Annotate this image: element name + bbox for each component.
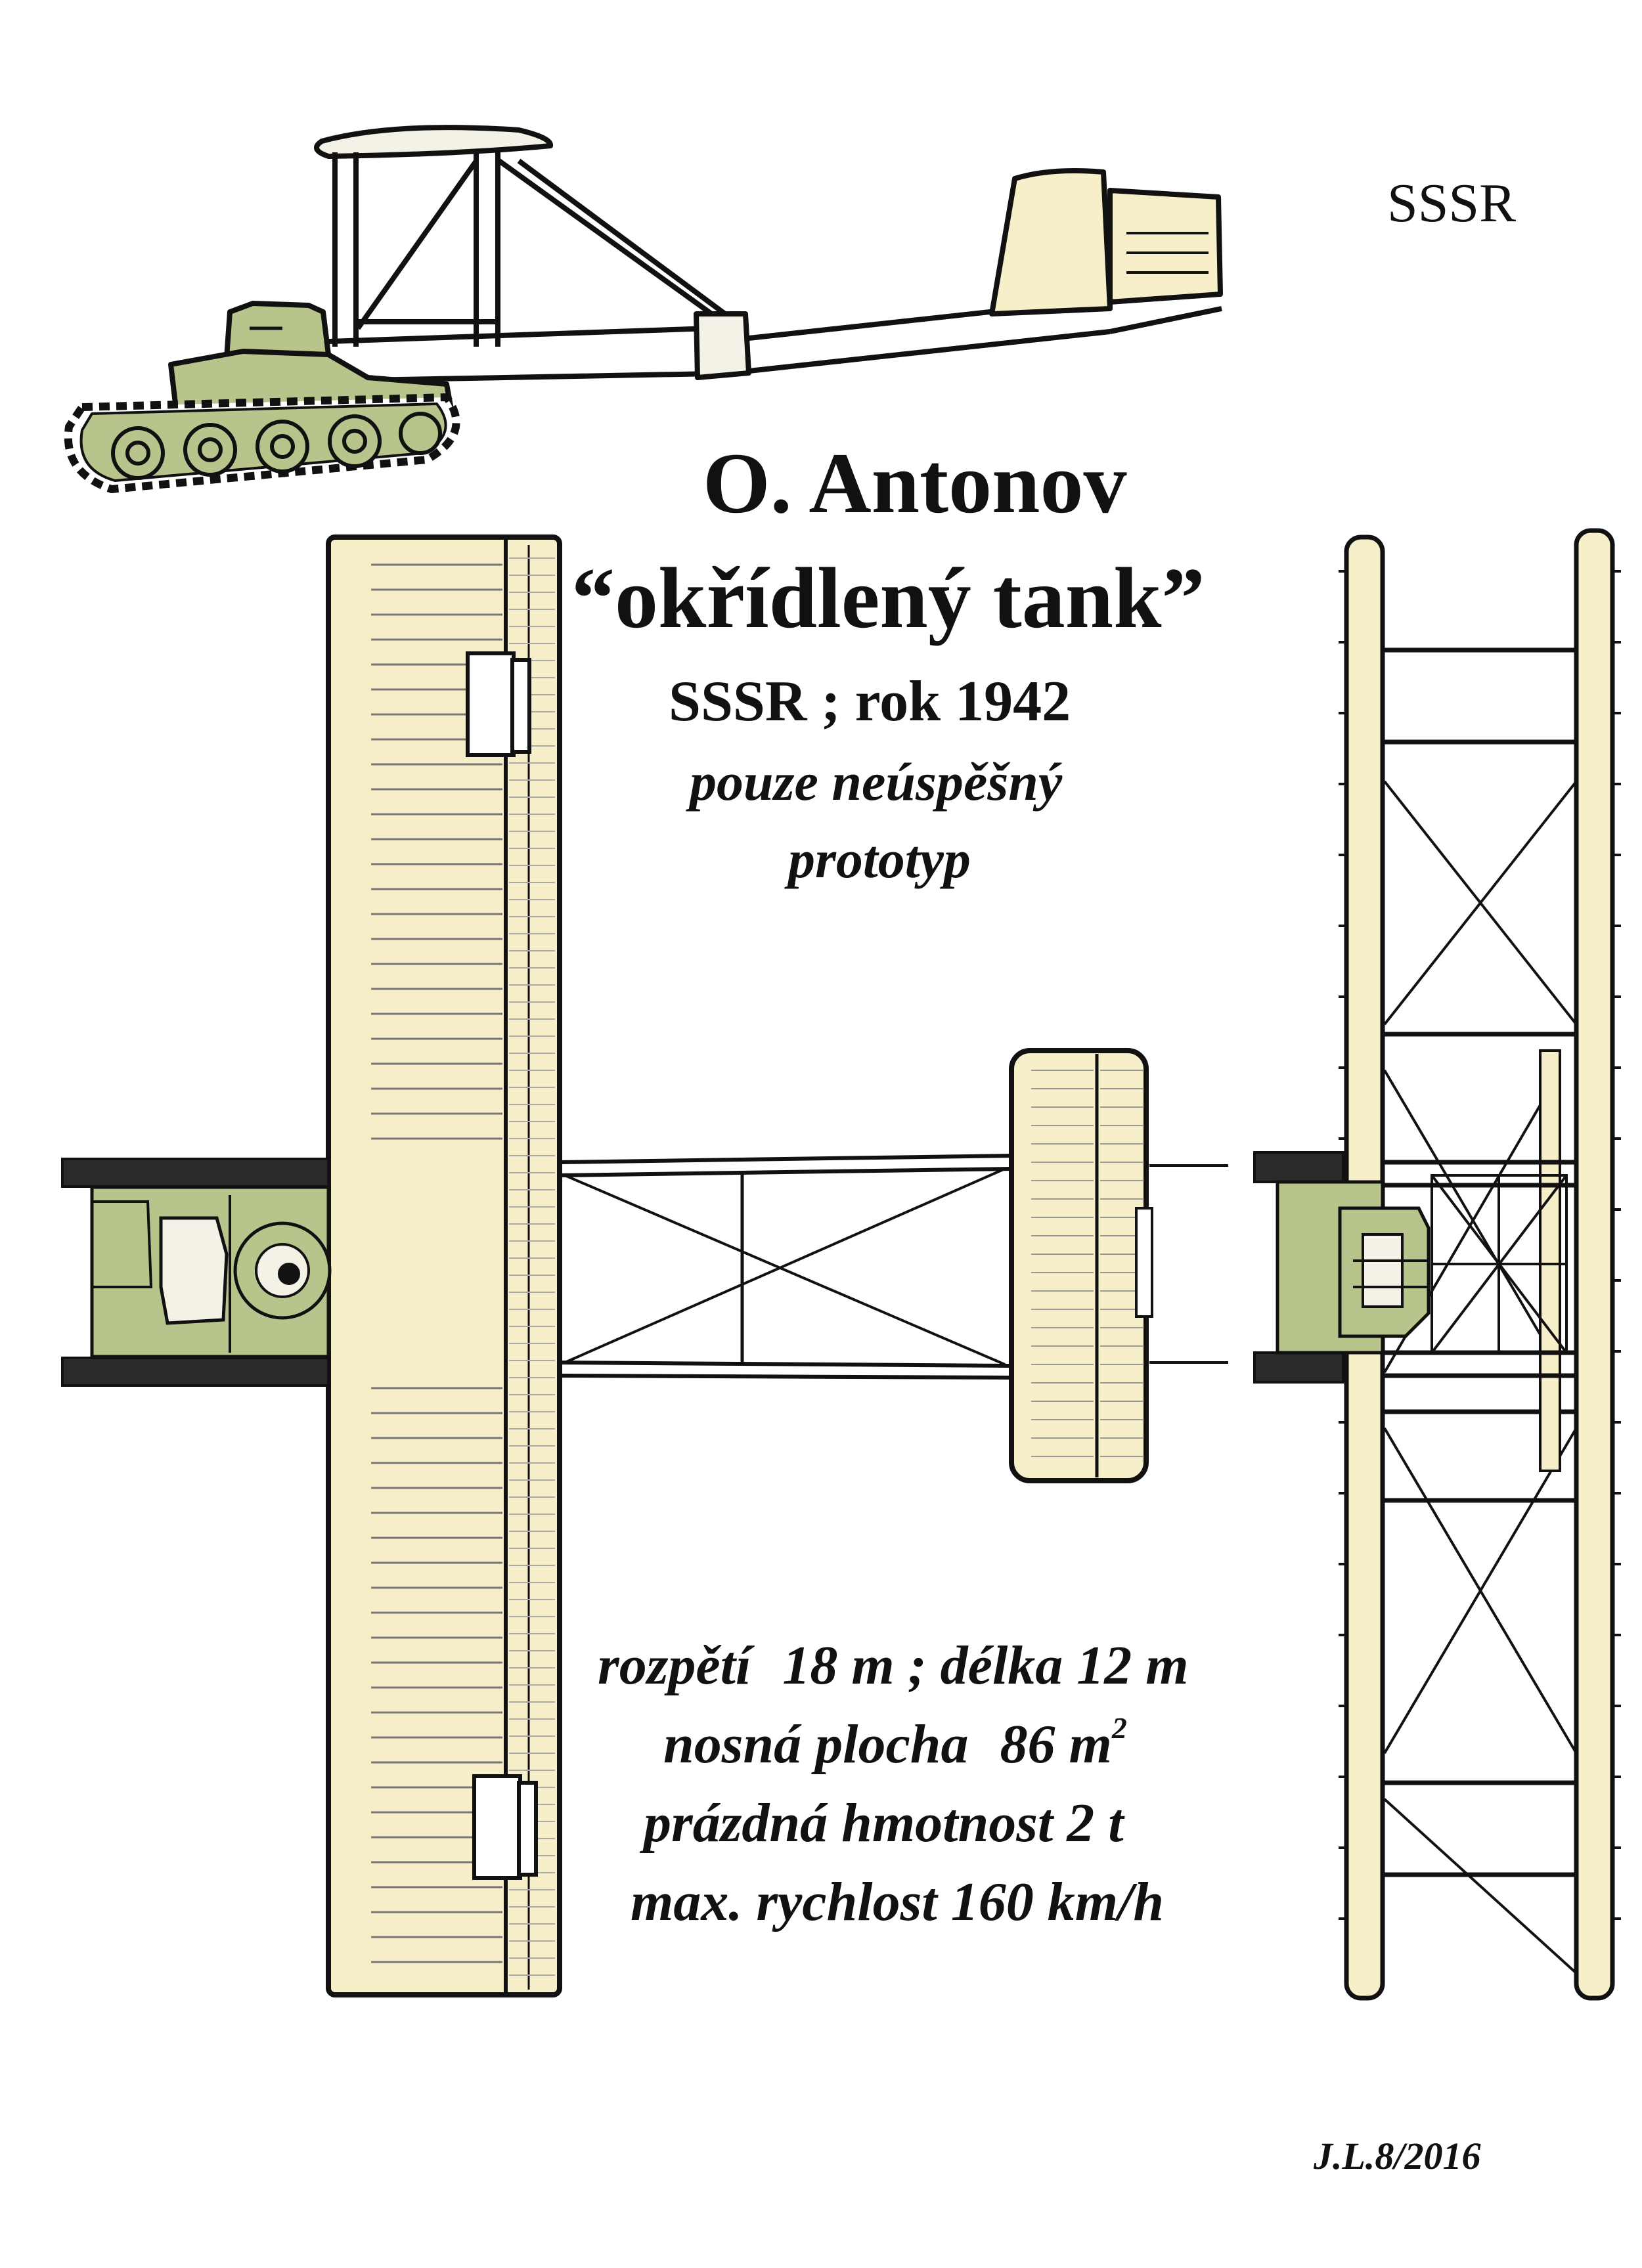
- spec-area-value: 86 m: [1000, 1714, 1112, 1775]
- country-label: SSSR: [1387, 173, 1517, 234]
- spec-empty-weight: prázdná hmotnost 2 t: [644, 1796, 1124, 1851]
- side-view-tail: [989, 168, 1223, 316]
- top-view-tail-booms: [559, 1154, 1228, 1380]
- aircraft-name: “okřídlený tank”: [571, 550, 1205, 646]
- front-view-right-wing: [1574, 528, 1615, 2001]
- status-note-line2: prototyp: [788, 829, 971, 889]
- spec-area-exponent: 2: [1111, 1711, 1127, 1745]
- top-view-aileron-hinge-lower: [472, 1774, 522, 1880]
- spec-length-value: 12 m: [1076, 1635, 1189, 1696]
- spec-weight-value: 2 t: [1067, 1793, 1124, 1854]
- side-view-struts: [332, 152, 738, 347]
- spec-wing-area: nosná plocha 86 m2: [663, 1713, 1127, 1775]
- top-view-main-wing: [326, 534, 562, 1997]
- spec-speed-label: max. rychlost: [631, 1871, 937, 1932]
- spec-length-label: délka: [940, 1635, 1063, 1696]
- spec-speed-value: 160 km/h: [950, 1871, 1165, 1932]
- author-signature: J.L.8/2016: [1314, 2135, 1481, 2177]
- spec-span-length: rozpětí 18 m ; délka 12 m: [598, 1638, 1189, 1693]
- front-view-strut-stubs: [1339, 570, 1621, 1920]
- status-note-line1: pouze neúspěšný: [690, 752, 1063, 812]
- spec-span-label: rozpětí: [598, 1635, 751, 1696]
- front-view-tank: [1253, 1151, 1431, 1384]
- side-view-upper-wing: [314, 125, 553, 159]
- top-view-aileron-hinge-upper: [466, 651, 516, 757]
- spec-weight-label: prázdná hmotnost: [644, 1793, 1054, 1854]
- spec-area-label: nosná plocha: [663, 1714, 969, 1775]
- top-view: [61, 534, 1228, 1997]
- top-view-tank: [61, 1158, 332, 1387]
- side-view: [64, 125, 1223, 493]
- front-view-tail: [1383, 1049, 1576, 1472]
- top-view-horizontal-tail: [1009, 1048, 1149, 1483]
- top-view-tail-ribs: [1031, 1070, 1143, 1457]
- spec-span-value: 18 m ;: [782, 1635, 927, 1696]
- spec-max-speed: max. rychlost 160 km/h: [631, 1875, 1164, 1930]
- origin-year: SSSR ; rok 1942: [669, 670, 1071, 733]
- side-view-road-wheels: [111, 412, 442, 480]
- front-view: [1253, 528, 1621, 2001]
- designer-title: O. Antonov: [703, 435, 1127, 531]
